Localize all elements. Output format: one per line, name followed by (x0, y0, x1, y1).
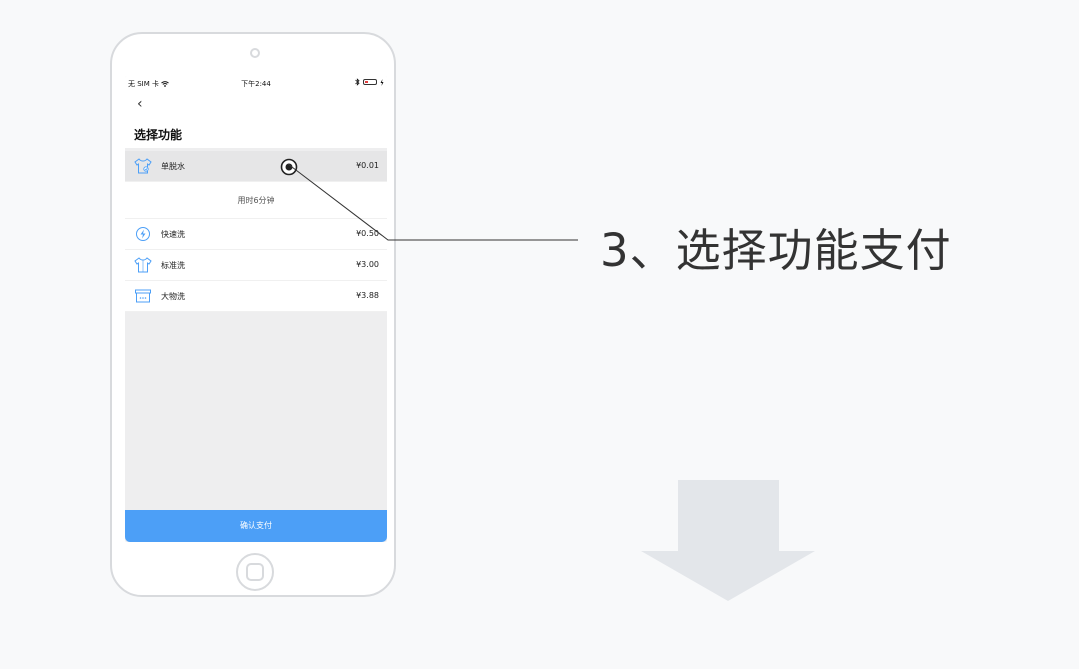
function-label: 单脱水 (161, 162, 185, 171)
battery-low-icon (363, 79, 377, 85)
page-title: 选择功能 (134, 128, 183, 142)
function-row-spin[interactable]: 单脱水 ¥0.01 (125, 151, 387, 182)
phone-screen: 无 SIM 卡 下午2:44 ‹ (125, 76, 387, 542)
function-row-bulky[interactable]: 大物洗 ¥3.88 (125, 281, 387, 312)
radio-selected-icon[interactable] (280, 158, 298, 176)
camera-icon (250, 48, 260, 58)
nav-bar: ‹ 选择功能 (125, 90, 387, 148)
lightning-icon (136, 227, 150, 241)
bluetooth-icon (355, 78, 360, 86)
function-price: ¥3.88 (356, 291, 379, 300)
charging-icon (380, 78, 384, 86)
down-arrow-icon (641, 480, 815, 601)
function-label: 快速洗 (161, 230, 185, 239)
box-icon (135, 289, 151, 303)
phone-frame: 无 SIM 卡 下午2:44 ‹ (110, 32, 396, 597)
confirm-payment-button[interactable]: 确认支付 (125, 510, 387, 542)
function-label: 大物洗 (161, 292, 185, 301)
carrier-label: 无 SIM 卡 (128, 80, 159, 88)
duration-text: 用时6分钟 (125, 182, 387, 219)
home-button[interactable] (236, 553, 274, 591)
function-row-quick[interactable]: 快速洗 ¥0.50 (125, 219, 387, 250)
function-label: 标准洗 (161, 261, 185, 270)
function-price: ¥0.50 (356, 229, 379, 238)
function-price: ¥3.00 (356, 260, 379, 269)
battery-fill (365, 81, 368, 83)
status-bar: 无 SIM 卡 下午2:44 (125, 76, 387, 90)
function-price: ¥0.01 (356, 161, 379, 170)
tshirt-icon (134, 257, 152, 273)
shirt-spin-icon (134, 158, 152, 174)
chevron-left-icon[interactable]: ‹ (137, 96, 143, 112)
status-right (355, 78, 384, 86)
home-button-square (246, 563, 264, 581)
wifi-icon (161, 81, 170, 87)
function-row-standard[interactable]: 标准洗 ¥3.00 (125, 250, 387, 281)
status-time: 下午2:44 (241, 80, 271, 88)
step-caption: 3、选择功能支付 (600, 224, 952, 277)
status-left: 无 SIM 卡 (128, 79, 170, 89)
